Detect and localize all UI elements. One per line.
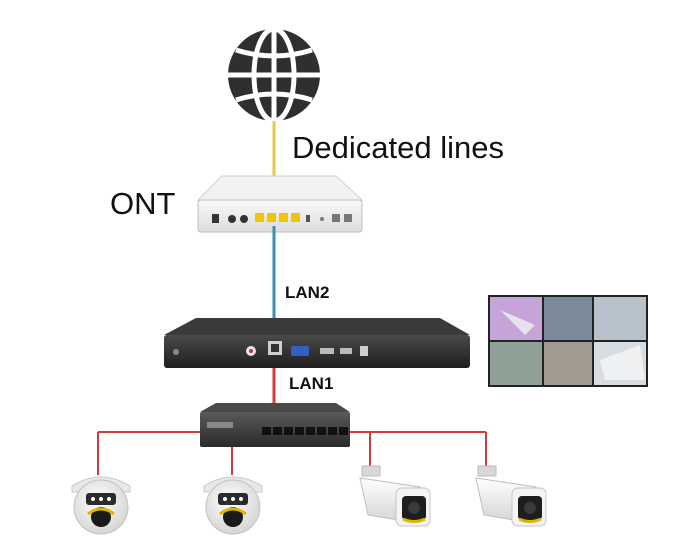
globe-icon: [228, 26, 320, 124]
network-switch: [200, 403, 350, 447]
lan2-label: LAN2: [285, 283, 330, 302]
nvr-device: [164, 318, 470, 368]
bullet-camera: [475, 465, 547, 527]
dome-camera: [71, 476, 131, 535]
monitor-screen: [488, 295, 648, 387]
lan1-label: LAN1: [289, 374, 334, 393]
bullet-camera: [359, 465, 431, 527]
camera-links: [97, 431, 487, 475]
ont-label: ONT: [110, 186, 176, 221]
dedicated-lines-label: Dedicated lines: [292, 130, 504, 165]
dome-camera: [203, 476, 263, 535]
ont-device: [196, 175, 364, 233]
